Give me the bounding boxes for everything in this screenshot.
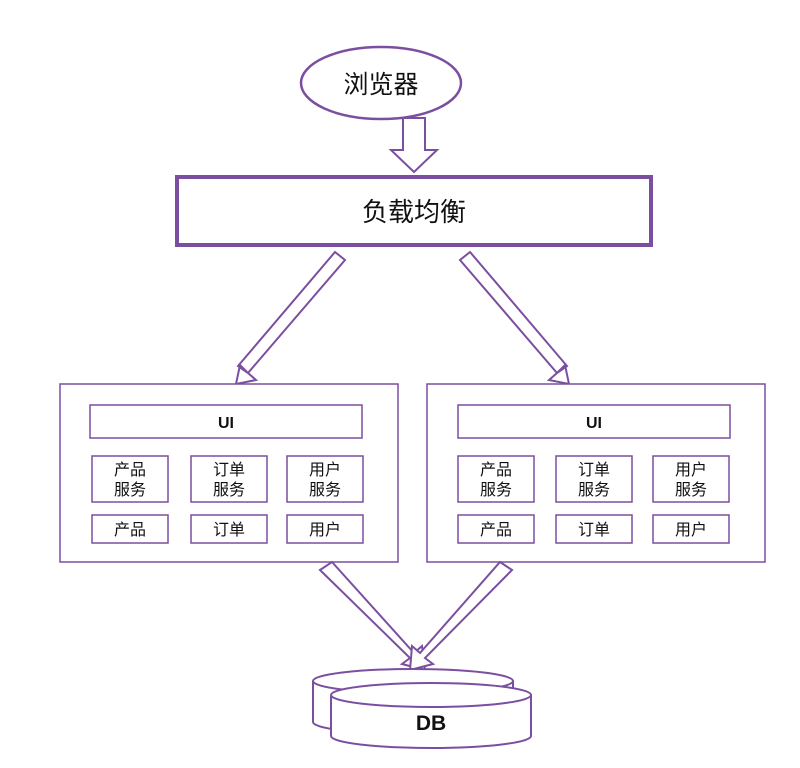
server-1-user-module-label: 用户 bbox=[309, 520, 341, 539]
database-label: DB bbox=[416, 712, 446, 735]
browser-label: 浏览器 bbox=[343, 70, 418, 99]
server-2-user-module-label: 用户 bbox=[675, 520, 707, 539]
server-1-ui-box bbox=[89, 404, 363, 439]
server-2-product-module-box bbox=[457, 514, 535, 544]
server-1-ui-label: UI bbox=[218, 415, 234, 432]
server-1: UI 产品 服务 订单 服务 用户 服务 产品 订单 用户 bbox=[59, 383, 399, 563]
load-balancer-label: 负载均衡 bbox=[362, 198, 466, 228]
arrow-browser-to-lb bbox=[388, 117, 440, 174]
server-1-order-service-line1: 订单 bbox=[213, 460, 245, 479]
server-2-order-module-label: 订单 bbox=[578, 520, 610, 539]
server-2-order-module-box bbox=[555, 514, 633, 544]
server-1-user-service-line2: 服务 bbox=[309, 480, 341, 499]
load-balancer-node: 负载均衡 bbox=[175, 175, 653, 247]
server-1-user-module-box bbox=[286, 514, 364, 544]
arrow-server-left-to-db bbox=[318, 560, 427, 672]
server-1-product-service-line1: 产品 bbox=[114, 460, 146, 479]
server-1-order-module-box bbox=[190, 514, 268, 544]
arrow-lb-to-server-right bbox=[458, 250, 571, 386]
server-1-product-module-box bbox=[91, 514, 169, 544]
server-1-user-service-line1: 用户 bbox=[309, 460, 341, 479]
server-2-user-service-box bbox=[652, 455, 730, 503]
server-2-product-module-label: 产品 bbox=[480, 520, 512, 539]
server-2-order-service-line2: 服务 bbox=[578, 480, 610, 499]
browser-ellipse bbox=[299, 45, 463, 121]
server-1-product-module-label: 产品 bbox=[114, 520, 146, 539]
server-2-ui-box bbox=[457, 404, 731, 439]
server-1-product-service-line2: 服务 bbox=[114, 480, 146, 499]
database-cylinder-front bbox=[330, 695, 532, 749]
server-2-product-service-line1: 产品 bbox=[480, 460, 512, 479]
server-1-order-module-label: 订单 bbox=[213, 520, 245, 539]
database-node: DB bbox=[312, 668, 532, 749]
server-2-product-service-box bbox=[457, 455, 535, 503]
arrow-server-right-to-db bbox=[408, 560, 514, 672]
server-2-ui-label: UI bbox=[586, 415, 602, 432]
browser-node: 浏览器 bbox=[299, 45, 463, 121]
server-2-product-service-line2: 服务 bbox=[480, 480, 512, 499]
server-2-user-service-line1: 用户 bbox=[675, 460, 707, 479]
server-2-order-service-box bbox=[555, 455, 633, 503]
arrow-lb-to-server-left bbox=[234, 250, 347, 386]
server-2-user-module-box bbox=[652, 514, 730, 544]
server-1-order-service-line2: 服务 bbox=[213, 480, 245, 499]
server-2-order-service-line1: 订单 bbox=[578, 460, 610, 479]
server-1-product-service-box bbox=[91, 455, 169, 503]
server-2-user-service-line2: 服务 bbox=[675, 480, 707, 499]
server-1-order-service-box bbox=[190, 455, 268, 503]
database-cylinder-front-top bbox=[330, 682, 532, 708]
server-2: UI 产品 服务 订单 服务 用户 服务 产品 订单 用户 bbox=[426, 383, 766, 563]
load-balancer-box bbox=[175, 175, 653, 247]
server-1-user-service-box bbox=[286, 455, 364, 503]
